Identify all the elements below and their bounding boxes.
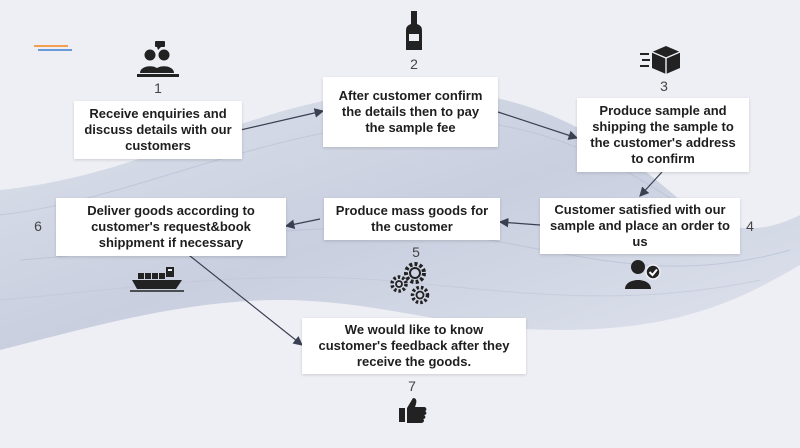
step-1-box: Receive enquiries and discuss details wi… xyxy=(74,101,242,159)
step-4-number: 4 xyxy=(746,218,754,234)
arrow-5-to-6 xyxy=(284,218,321,230)
step-6-box: Deliver goods according to customer's re… xyxy=(56,198,286,256)
user-check-icon xyxy=(625,260,661,289)
accent-bar-blue xyxy=(38,49,72,51)
bottle-icon xyxy=(406,11,422,50)
step-1-number: 1 xyxy=(154,80,162,96)
people-chat-icon xyxy=(137,41,179,77)
cargo-ship-icon xyxy=(130,267,184,292)
arrow-1-to-2 xyxy=(235,108,325,132)
step-6-number: 6 xyxy=(34,218,42,234)
step-7-box: We would like to know customer's feedbac… xyxy=(302,318,526,374)
step-3-number: 3 xyxy=(660,78,668,94)
delivery-box-icon xyxy=(640,46,681,74)
step-2-box: After customer confirm the details then … xyxy=(323,77,498,147)
arrow-3-to-4 xyxy=(639,171,663,197)
gears-icon xyxy=(390,262,430,305)
arrow-6-to-7 xyxy=(179,247,303,346)
accent-bar-orange xyxy=(34,45,68,47)
thumbs-up-icon xyxy=(399,398,427,423)
arrow-4-to-5 xyxy=(498,217,541,228)
step-4-box: Customer satisfied with our sample and p… xyxy=(540,198,740,254)
step-5-box: Produce mass goods for the customer xyxy=(324,198,500,240)
step-3-box: Produce sample and shipping the sample t… xyxy=(577,98,749,172)
step-7-number: 7 xyxy=(408,378,416,394)
step-2-number: 2 xyxy=(410,56,418,72)
arrow-2-to-3 xyxy=(497,111,579,140)
step-5-number: 5 xyxy=(412,244,420,260)
